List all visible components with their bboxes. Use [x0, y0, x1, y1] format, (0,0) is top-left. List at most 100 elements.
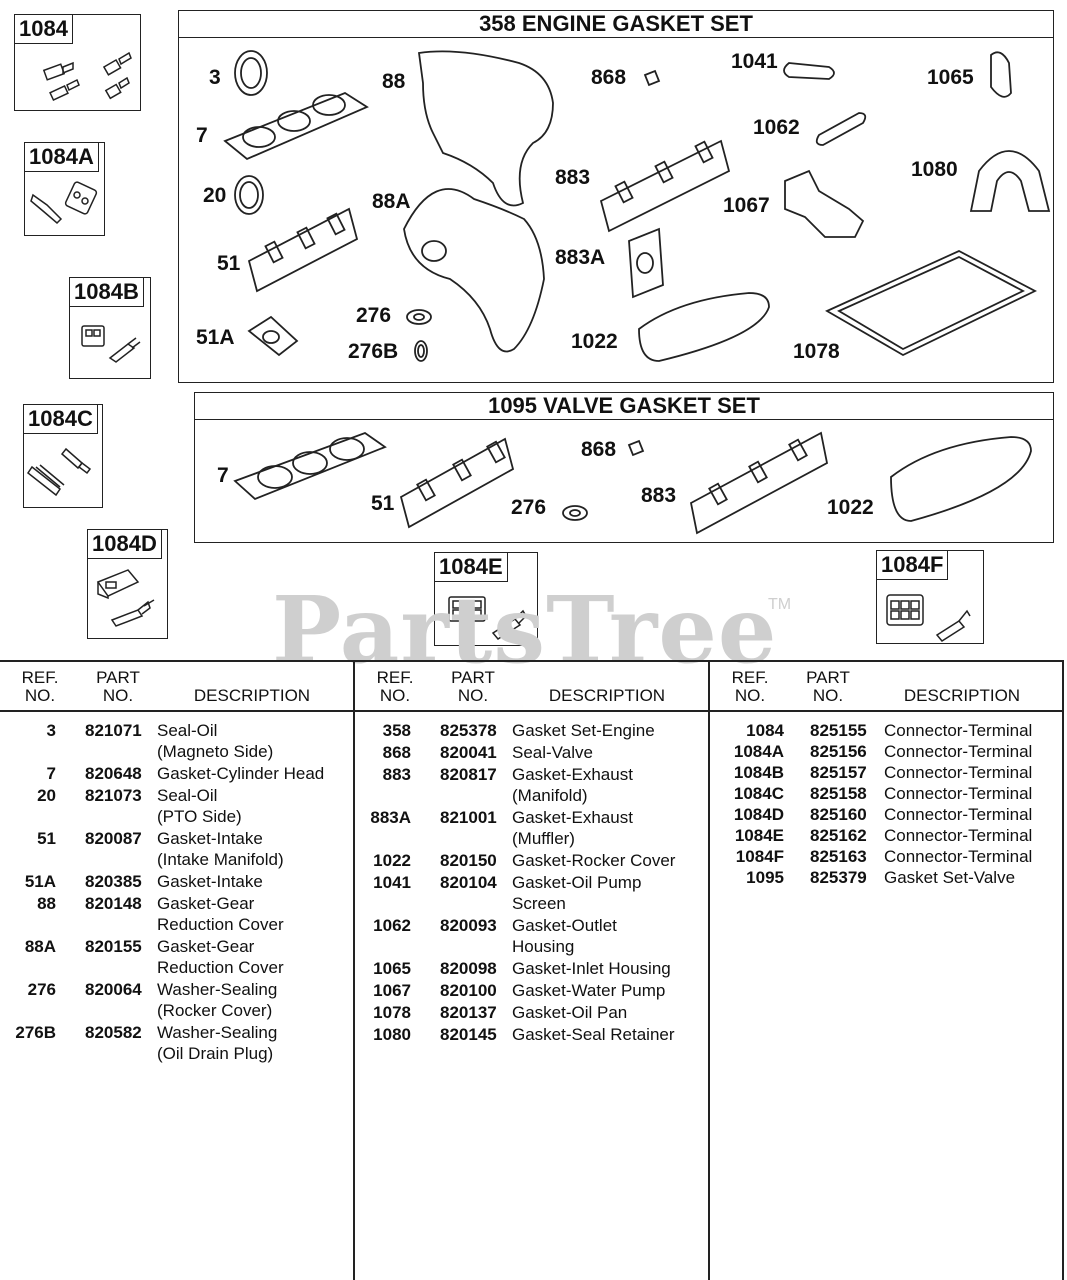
description-line: (Manifold): [512, 786, 588, 805]
part-description: Gasket-Oil Pan: [512, 1002, 708, 1023]
callout-88: 88: [382, 70, 406, 93]
ref-number: 88: [37, 894, 56, 913]
callout-1080: 1080: [911, 158, 958, 181]
part-number: 820385: [85, 872, 142, 891]
callout-883: 883: [555, 166, 591, 189]
part-number: 821073: [85, 786, 142, 805]
part-number: 821001: [440, 808, 497, 827]
ref-number: 1095: [746, 868, 784, 887]
part-description: Washer-Sealing(Oil Drain Plug): [157, 1022, 353, 1064]
description-line: Connector-Terminal: [884, 784, 1033, 803]
part-number: 820098: [440, 959, 497, 978]
description-line: Reduction Cover: [157, 915, 284, 934]
part-number: 820817: [440, 765, 497, 784]
part-description: Connector-Terminal: [884, 804, 1062, 825]
header-part-top: PART: [806, 668, 850, 687]
description-line: Seal-Oil: [157, 721, 218, 740]
callout-51A: 51A: [196, 326, 235, 349]
header-ref-bottom: NO.: [379, 686, 411, 705]
part-tag: 1084E: [435, 553, 508, 582]
ref-number: 276B: [15, 1023, 56, 1042]
engine-gasket-set-title: 358 ENGINE GASKET SET: [179, 11, 1053, 38]
header-part-bottom: NO.: [102, 686, 134, 705]
part-description: Connector-Terminal: [884, 825, 1062, 846]
part-number: 820582: [85, 1023, 142, 1042]
description-line: (PTO Side): [157, 807, 242, 826]
header-ref-top: REF.: [731, 668, 769, 687]
part-description: Connector-Terminal: [884, 741, 1062, 762]
part-box-1084F: 1084F: [876, 550, 984, 644]
ref-number: 1084C: [733, 784, 784, 803]
callout-88A: 88A: [372, 190, 411, 213]
header-description: DESCRIPTION: [903, 686, 1021, 705]
part-box-1084A: 1084A: [24, 142, 105, 236]
ref-number: 1022: [373, 851, 411, 870]
ref-number: 1062: [373, 916, 411, 935]
callout-1067: 1067: [723, 194, 770, 217]
part-box-1084: 1084: [14, 14, 141, 111]
ref-number: 1041: [373, 873, 411, 892]
part-description: Gasket-Exhaust(Muffler): [512, 807, 708, 849]
part-number: 825379: [810, 868, 867, 887]
partstree-watermark: PartsTree: [272, 576, 778, 684]
part-number: 825378: [440, 721, 497, 740]
ref-number: 3: [46, 721, 56, 740]
description-line: Reduction Cover: [157, 958, 284, 977]
callout-20: 20: [203, 184, 227, 207]
ref-number: 1084D: [733, 805, 784, 824]
description-line: (Muffler): [512, 829, 575, 848]
description-line: Gasket-Water Pump: [512, 981, 666, 1000]
part-description: Gasket-Rocker Cover: [512, 850, 708, 871]
part-tag: 1084F: [877, 551, 949, 580]
ref-number: 1065: [373, 959, 411, 978]
ref-number: 883A: [370, 808, 411, 827]
description-line: Connector-Terminal: [884, 763, 1033, 782]
description-line: Gasket-Outlet: [512, 916, 617, 935]
connector-illustration: [42, 51, 132, 102]
column-divider: [708, 662, 710, 1280]
part-description: Connector-Terminal: [884, 783, 1062, 804]
header-ref-bottom: NO.: [734, 686, 766, 705]
header-part-bottom: NO.: [812, 686, 844, 705]
part-number: 825163: [810, 847, 867, 866]
callout-276: 276: [356, 304, 392, 327]
description-line: Gasket-Oil Pump: [512, 873, 642, 892]
callout-868: 868: [591, 66, 627, 89]
header-description: DESCRIPTION: [193, 686, 311, 705]
header-part-top: PART: [96, 668, 140, 687]
ref-number: 883: [382, 765, 411, 784]
part-box-1084D: 1084D: [87, 529, 168, 639]
description-line: (Oil Drain Plug): [157, 1044, 274, 1063]
description-line: Gasket-Intake: [157, 829, 263, 848]
part-box-1084B: 1084B: [69, 277, 151, 379]
header-part-bottom: NO.: [457, 686, 489, 705]
ref-number: 1084F: [735, 847, 784, 866]
table-header: REF. NO. PART NO. DESCRIPTION: [710, 662, 1062, 712]
engine-gasket-illustrations: [223, 50, 1051, 362]
description-line: (Magneto Side): [157, 742, 274, 761]
part-number: 820148: [85, 894, 142, 913]
part-number: 820087: [85, 829, 142, 848]
callout-1062: 1062: [753, 116, 800, 139]
part-number: 820155: [85, 937, 142, 956]
connector-illustration: [448, 596, 528, 640]
connector-illustration: [886, 594, 971, 642]
table-header: REF. NO. PART NO. DESCRIPTION: [355, 662, 708, 712]
part-tag: 1084A: [25, 143, 99, 172]
